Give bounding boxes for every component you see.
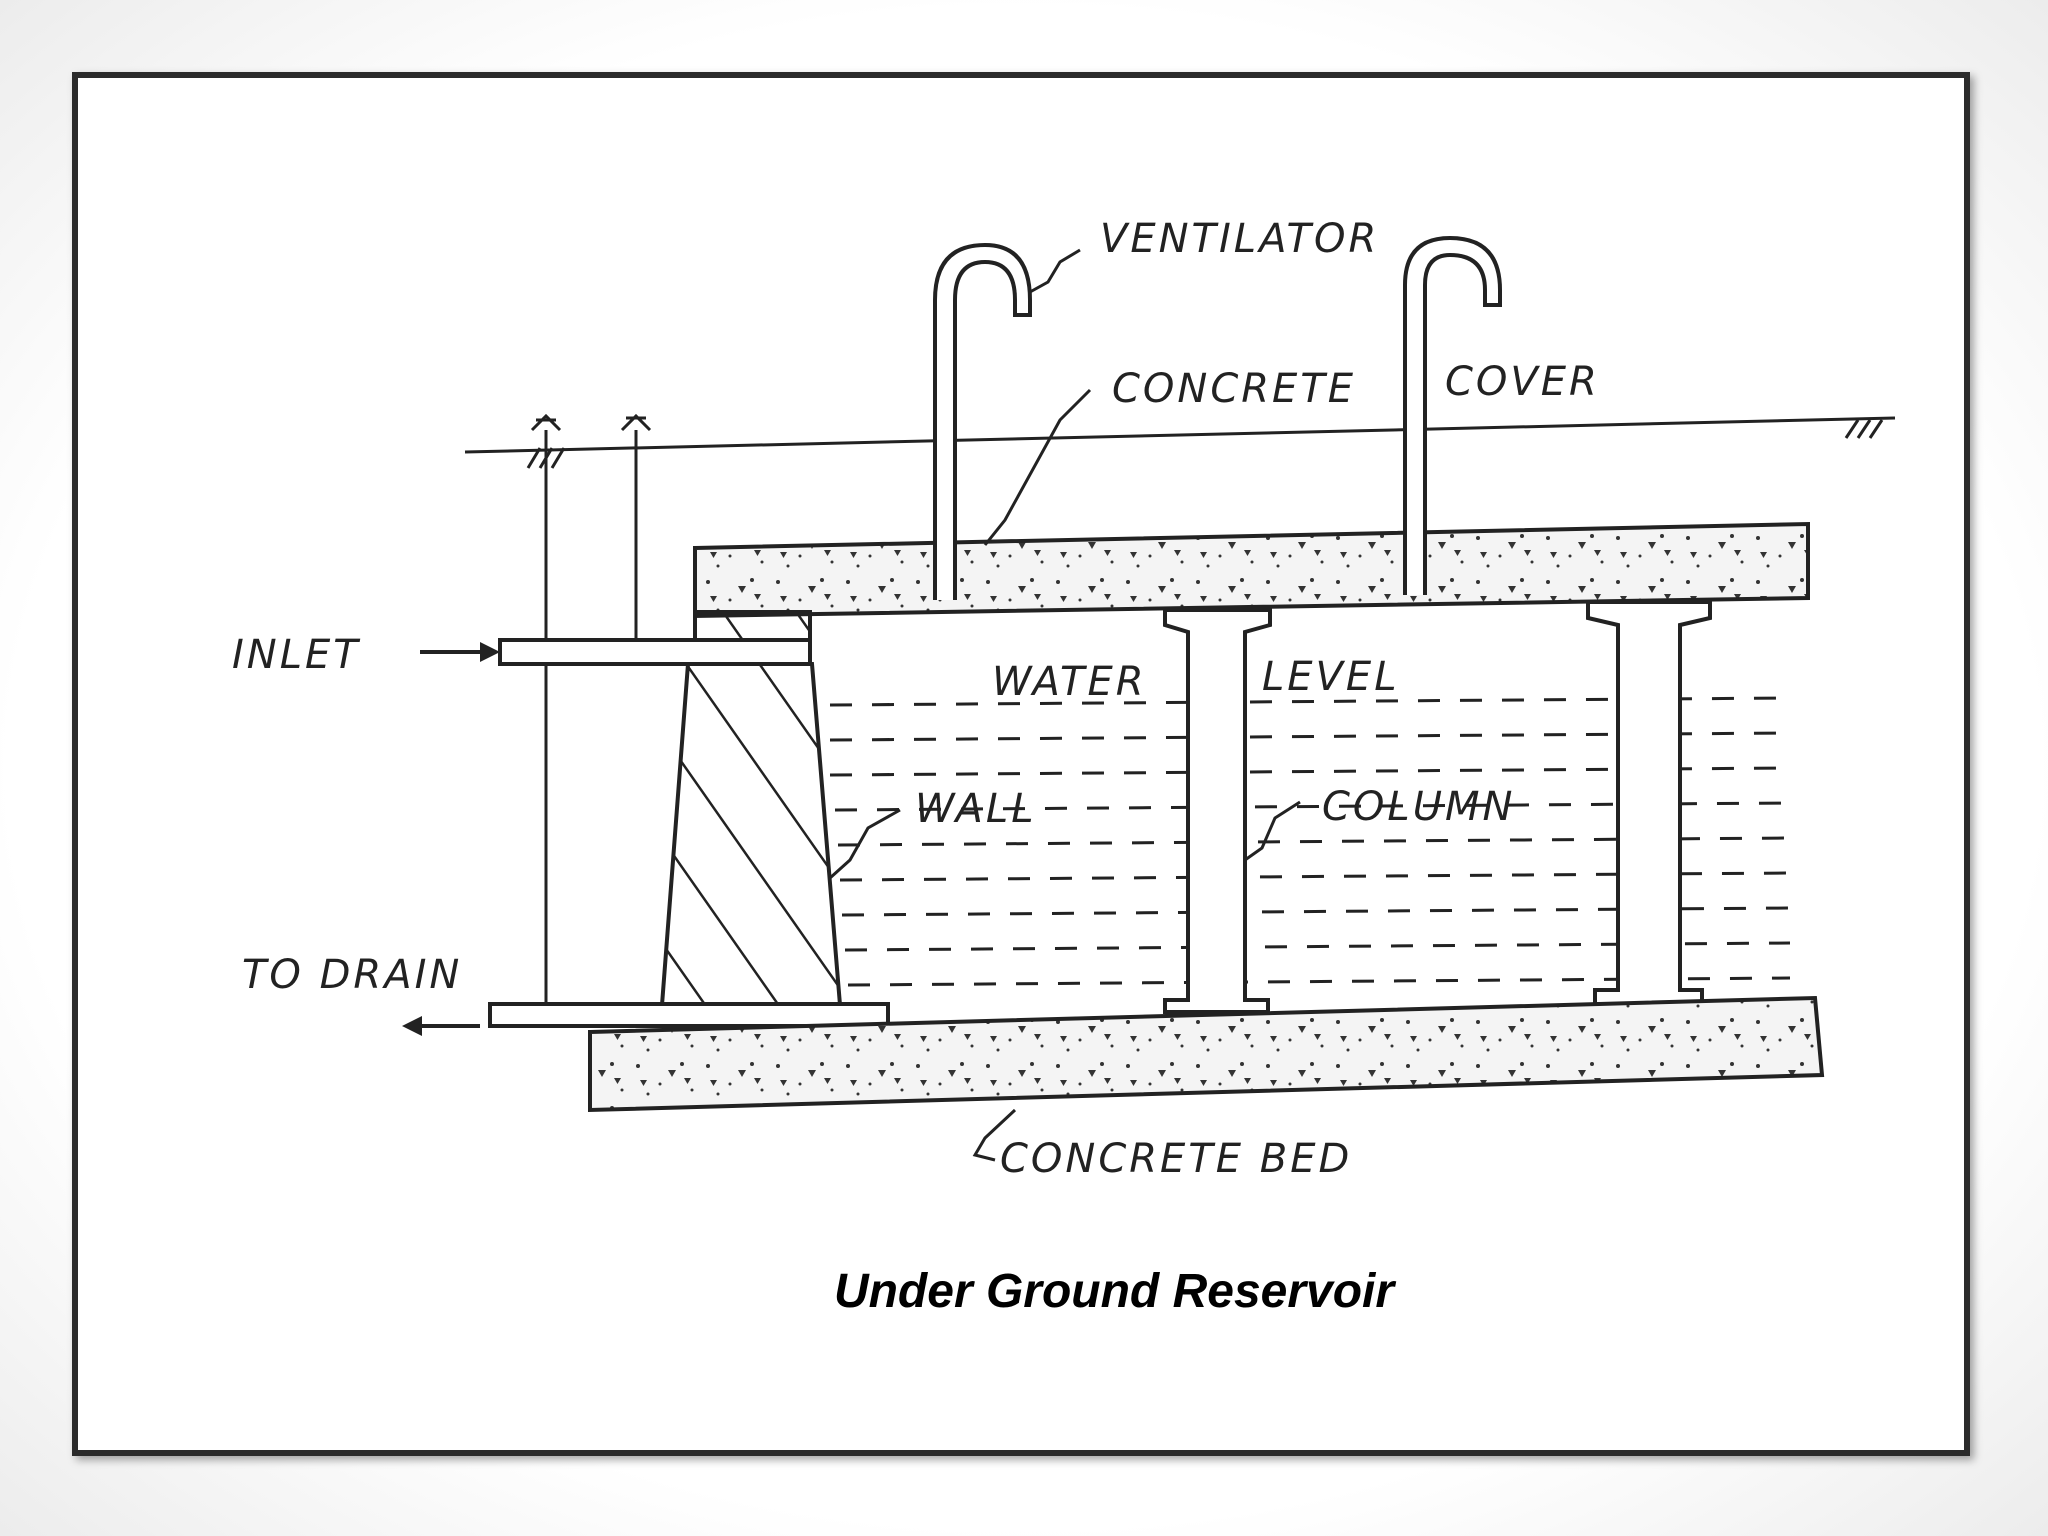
level-marker-left	[530, 413, 562, 1005]
diagram-caption: Under Ground Reservoir	[833, 1265, 1395, 1318]
label-ventilator: VENTILATOR	[1100, 216, 1379, 262]
leader-lines	[828, 248, 1301, 1162]
concrete-cover-slab	[693, 521, 1810, 619]
label-concrete-bed: CONCRETE BED	[1000, 1136, 1352, 1182]
label-to-drain: TO DRAIN	[242, 952, 462, 998]
drain-pipe	[488, 1002, 890, 1028]
label-concrete: CONCRETE	[1112, 366, 1356, 412]
drain-arrow-head	[402, 1016, 422, 1036]
concrete-bed	[588, 995, 1825, 1113]
label-level: LEVEL	[1262, 654, 1399, 700]
ventilator-pipe-left	[933, 242, 1032, 600]
label-wall: WALL	[915, 786, 1037, 832]
column-left	[1163, 608, 1272, 1014]
inlet-pipe	[498, 638, 812, 666]
level-marker-right	[620, 413, 652, 650]
reservoir-wall	[659, 662, 843, 1007]
ventilator-pipe-right	[1403, 235, 1502, 595]
ground-line	[464, 416, 1896, 454]
label-water: WATER	[992, 659, 1147, 705]
label-cover: COVER	[1445, 359, 1600, 405]
ground-symbol	[526, 419, 1884, 469]
label-column: COLUMN	[1322, 784, 1515, 830]
inlet-arrow-head	[480, 642, 500, 662]
label-inlet: INLET	[232, 632, 361, 678]
